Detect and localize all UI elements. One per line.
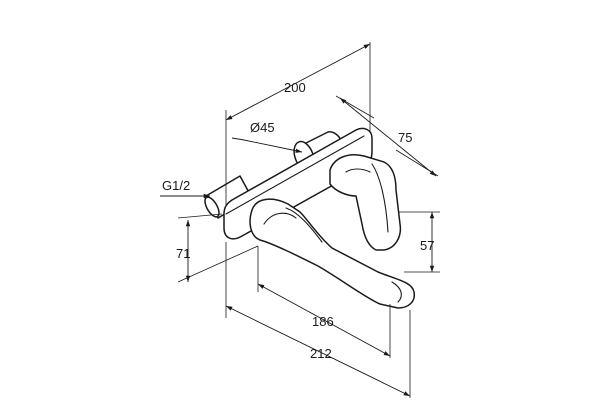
dimension-width-total: 200 [225,42,371,206]
dimension-overall-reach: 212 [225,242,411,398]
label-thread: G1/2 [162,178,190,193]
dimension-height-left: 71 [176,213,259,283]
label-diameter: Ø45 [250,120,275,135]
dimension-height-right: 57 [398,211,440,273]
mixing-lever [329,154,402,251]
label-height-right: 57 [420,238,434,253]
dimension-thread: G1/2 [160,178,210,199]
dimension-diameter: Ø45 [231,120,303,153]
label-depth: 75 [398,130,412,145]
label-spout-reach: 186 [312,314,334,329]
label-width-total: 200 [284,80,306,95]
label-height-left: 71 [176,246,190,261]
dimension-depth: 75 [335,95,439,177]
pipe-stub [204,175,253,219]
faucet-body [204,127,416,309]
label-overall-reach: 212 [310,346,332,361]
spout [249,198,416,309]
